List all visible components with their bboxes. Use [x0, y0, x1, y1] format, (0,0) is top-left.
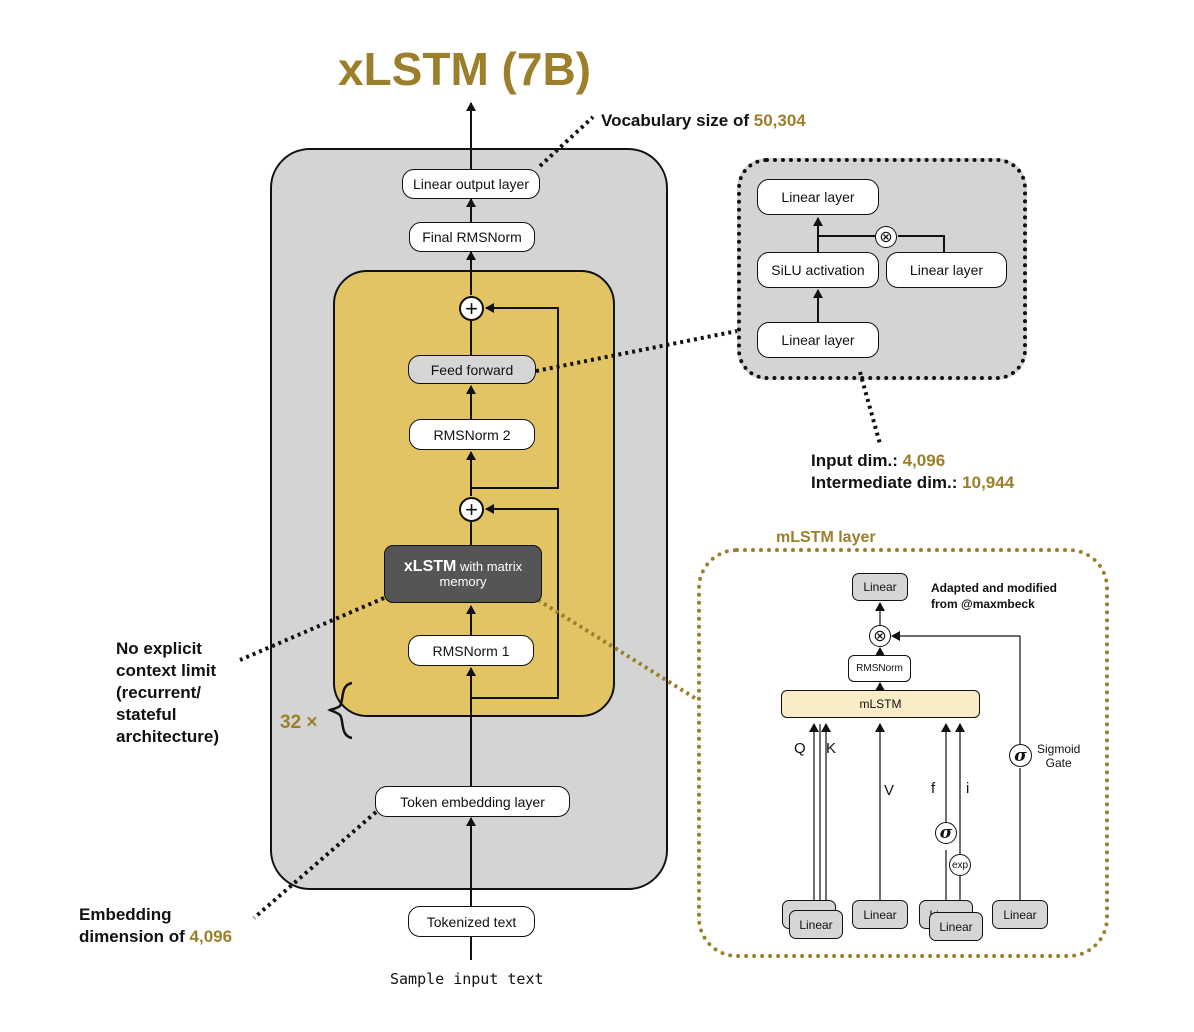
feed-forward-box: Feed forward: [408, 355, 536, 384]
mlstm-credit: Adapted and modified from @maxmbeck: [931, 581, 1057, 611]
embedding-annotation: Embedding dimension of 4,096: [79, 905, 233, 946]
linear-output-layer: Linear output layer: [402, 169, 540, 199]
xlstm-label-bold: xLSTM: [403, 558, 457, 575]
k-label: K: [826, 740, 837, 757]
f-label: f: [931, 780, 936, 797]
token-embedding-layer: Token embedding layer: [375, 786, 570, 817]
tokenized-text-box: Tokenized text: [408, 906, 535, 937]
context-limit-annotation: No explicit context limit (recurrent/ st…: [116, 639, 219, 746]
rmsnorm-2: RMSNorm 2: [409, 419, 535, 450]
ff-multiply: ⊗: [875, 226, 897, 248]
repeat-count: 32 ×: [280, 712, 318, 733]
mlstm-multiply: ⊗: [869, 625, 891, 647]
ff-linear-top: Linear layer: [757, 179, 879, 215]
xlstm-matrix-memory-box: xLSTM with matrix memory: [384, 545, 542, 603]
k-linear: Linear: [789, 910, 843, 939]
i-label: i: [966, 780, 970, 797]
q-label: Q: [794, 740, 806, 757]
mlstm-rmsnorm: RMSNorm: [848, 655, 911, 682]
residual-add-top: +: [459, 296, 484, 321]
ff-dims-annotation: Input dim.: 4,096 Intermediate dim.: 10,…: [811, 451, 1015, 492]
gate-sigmoid: σ: [1009, 744, 1032, 767]
mlstm-core: mLSTM: [781, 690, 980, 718]
mlstm-linear-out: Linear: [852, 573, 908, 601]
gate-linear: Linear: [992, 900, 1048, 929]
ff-linear-bottom: Linear layer: [757, 322, 879, 358]
rmsnorm-1: RMSNorm 1: [408, 635, 534, 666]
i-exp: exp: [949, 854, 971, 876]
residual-add-bottom: +: [459, 497, 484, 522]
xlstm-label-rest: with matrix: [459, 559, 523, 574]
ff-silu-activation: SiLU activation: [757, 252, 879, 288]
final-rmsnorm: Final RMSNorm: [409, 222, 535, 252]
mlstm-detail-panel: [697, 548, 1109, 958]
sample-input-text: Sample input text: [390, 970, 544, 988]
v-label: V: [884, 782, 895, 799]
sigmoid-gate-label: Sigmoid Gate: [1037, 742, 1081, 770]
xlstm-label-memory: memory: [439, 574, 487, 589]
mlstm-panel-title: mLSTM layer: [776, 529, 876, 546]
v-linear: Linear: [852, 900, 908, 929]
ff-linear-right: Linear layer: [886, 252, 1007, 288]
f-sigmoid: σ: [935, 822, 957, 844]
diagram-title: xLSTM (7B): [338, 43, 591, 95]
vocab-annotation: Vocabulary size of 50,304: [601, 111, 806, 130]
i-linear: Linear: [929, 912, 983, 941]
